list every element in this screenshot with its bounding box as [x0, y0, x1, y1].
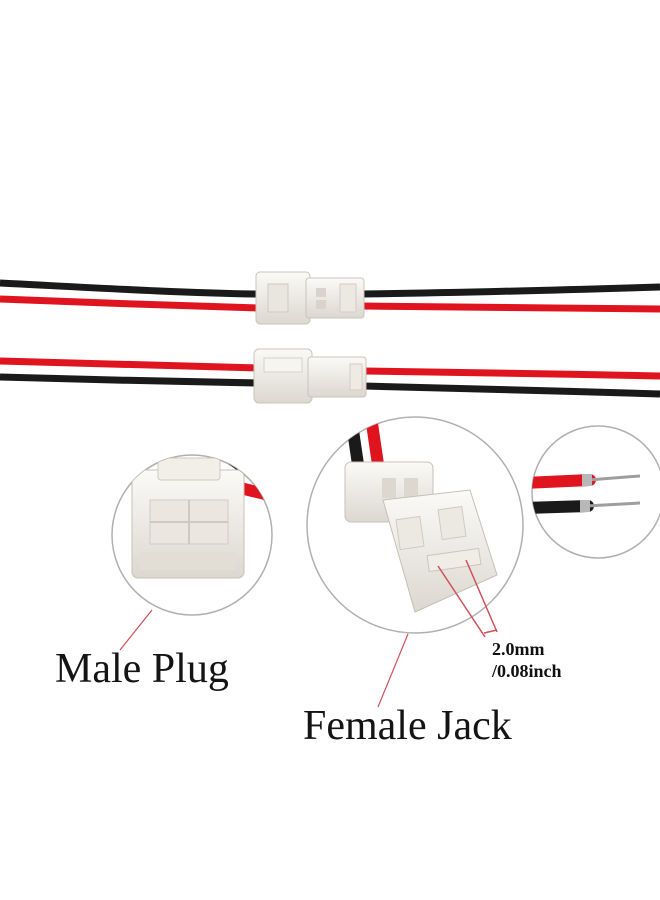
female-jack-label: Female Jack	[303, 703, 512, 749]
pointer-line-male	[119, 609, 153, 651]
wire-black	[363, 382, 660, 398]
connector-female	[253, 348, 313, 404]
wire-red	[363, 367, 660, 380]
male-plug-label: Male Plug	[55, 646, 229, 692]
magnifier-pins	[531, 425, 660, 559]
pitch-mm-label: 2.0mm	[492, 639, 545, 659]
pointer-line-female	[377, 633, 409, 708]
wire-black	[0, 279, 259, 298]
wire-red	[0, 295, 259, 312]
cable-pair-bottom	[0, 348, 660, 404]
cable-pair-top	[0, 271, 660, 325]
magnifier-male-plug	[111, 454, 273, 616]
magnifier-female-jack	[306, 416, 524, 638]
pitch-inch-label: /0.08inch	[492, 661, 562, 681]
wire-red	[361, 302, 660, 313]
wire-red	[0, 357, 259, 372]
wire-black	[361, 283, 660, 298]
wire-black	[0, 373, 259, 387]
pitch-dimension: 2.0mm /0.08inch	[492, 638, 562, 682]
